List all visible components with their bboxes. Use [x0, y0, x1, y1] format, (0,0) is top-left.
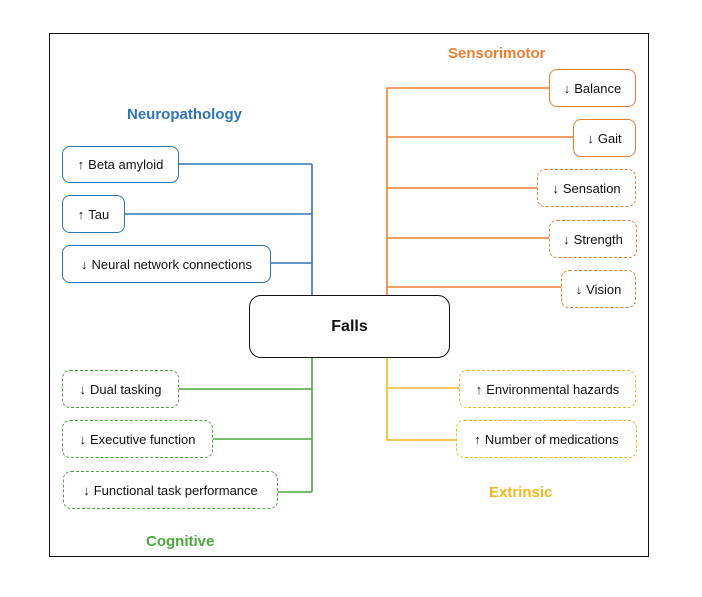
extrinsic-connectors	[386, 358, 459, 441]
node-label: Gait	[597, 130, 622, 146]
node-label: Functional task performance	[93, 482, 258, 498]
node-gait: ↓ Gait	[573, 119, 636, 157]
arrow-down-icon: ↓	[563, 80, 571, 96]
node-number-of-medications: ↑ Number of medications	[456, 420, 637, 458]
node-label: Beta amyloid	[88, 157, 164, 172]
arrow-down-icon: ↓	[83, 482, 90, 498]
arrow-down-icon: ↓	[575, 281, 583, 297]
node-beta-amyloid: ↑ Beta amyloid	[62, 146, 179, 183]
falls-center-node: Falls	[249, 295, 450, 358]
cognitive-connectors	[179, 358, 313, 493]
node-label: Balance	[574, 80, 622, 96]
arrow-down-icon: ↓	[563, 231, 570, 247]
sensorimotor-heading: Sensorimotor	[448, 45, 546, 62]
node-label: Dual tasking	[89, 381, 162, 397]
node-label: Neural network connections	[91, 256, 252, 272]
arrow-down-icon: ↓	[552, 180, 559, 196]
falls-label: Falls	[331, 317, 368, 335]
cognitive-heading: Cognitive	[146, 533, 215, 550]
arrow-up-icon: ↑	[475, 381, 483, 397]
extrinsic-heading: Extrinsic	[489, 484, 553, 501]
node-label: Environmental hazards	[486, 381, 620, 397]
arrow-up-icon: ↑	[474, 431, 481, 447]
node-label: Vision	[586, 281, 622, 297]
node-executive-function: ↓ Executive function	[62, 420, 213, 458]
arrow-down-icon: ↓	[587, 130, 594, 146]
node-balance: ↓ Balance	[549, 69, 636, 107]
node-label: Number of medications	[484, 431, 619, 447]
arrow-up-icon: ↑	[77, 157, 85, 172]
node-label: Executive function	[89, 431, 196, 447]
node-vision: ↓ Vision	[561, 270, 636, 308]
node-functional-task-performance: ↓ Functional task performance	[63, 471, 278, 509]
node-label: Tau	[88, 206, 110, 222]
sensorimotor-connectors	[386, 87, 573, 296]
node-label: Strength	[573, 231, 623, 247]
node-dual-tasking: ↓ Dual tasking	[62, 370, 179, 408]
node-sensation: ↓ Sensation	[537, 169, 636, 207]
node-environmental-hazards: ↑ Environmental hazards	[459, 370, 636, 408]
neuropathology-connectors	[125, 163, 313, 296]
node-neural-network-connections: ↓ Neural network connections	[62, 245, 271, 283]
node-tau: ↑ Tau	[62, 195, 125, 233]
arrow-down-icon: ↓	[81, 256, 88, 272]
arrow-down-icon: ↓	[79, 381, 86, 397]
node-label: Sensation	[562, 180, 621, 196]
arrow-down-icon: ↓	[79, 431, 86, 447]
neuropathology-heading: Neuropathology	[127, 106, 242, 123]
node-strength: ↓ Strength	[549, 220, 637, 258]
arrow-up-icon: ↑	[77, 206, 85, 222]
